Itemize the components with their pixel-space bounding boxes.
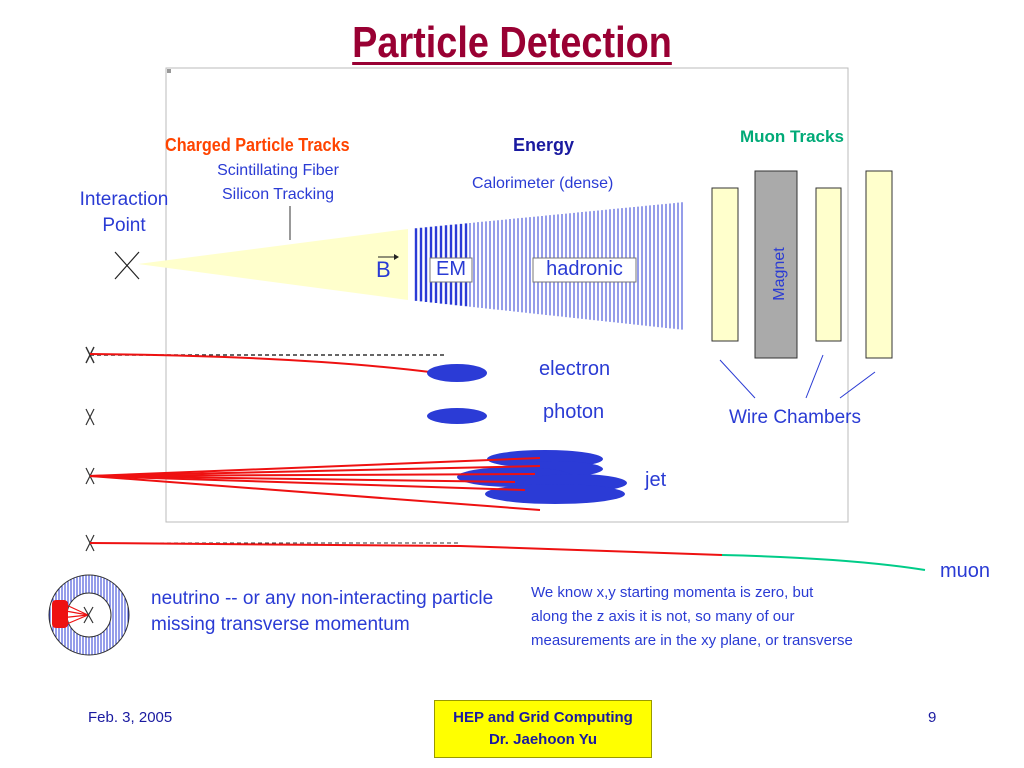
wire-chambers-label: Wire Chambers (729, 407, 861, 428)
picture-corner-marker (167, 69, 171, 73)
silicon-tracking-label: Silicon Tracking (221, 186, 335, 203)
slide-title: Particle Detection (352, 18, 672, 67)
neutrino-tracks (59, 602, 89, 627)
scintillating-fiber-label: Scintillating Fiber (217, 162, 339, 179)
photon-label: photon (543, 401, 605, 423)
note-line1: We know x,y starting momenta is zero, bu… (531, 584, 814, 601)
photon-deposit (427, 408, 487, 424)
footer-course-title: HEP and Grid Computing (453, 709, 633, 726)
picture-frame (165, 67, 849, 523)
em-label-box (429, 257, 473, 283)
neutrino-vertex (83, 606, 94, 624)
jet-label: jet (645, 469, 667, 491)
footer-date: Feb. 3, 2005 (88, 709, 173, 726)
jet-deposits (457, 450, 627, 504)
note-line3: measurements are in the xy plane, or tra… (531, 632, 853, 649)
note-line2: along the z axis it is not, so many of o… (531, 608, 795, 625)
wire-chamber-pointers (719, 354, 876, 399)
muon-label: muon (940, 560, 991, 582)
b-field-arrowhead (394, 254, 399, 260)
muon-track-inner (89, 542, 723, 556)
neutrino-ring-outer (48, 574, 130, 656)
jet-tracks (89, 457, 541, 511)
point-label: Point (102, 215, 146, 236)
magnet-block (754, 170, 798, 359)
electron-deposit (427, 364, 487, 382)
page-number: 9 (928, 709, 937, 726)
b-field-label: B (376, 257, 391, 282)
electron-track (85, 346, 445, 373)
muon-chamber-3 (865, 170, 893, 359)
interaction-label: Interaction (79, 189, 169, 210)
neutrino-label-line1: neutrino -- or any non-interacting parti… (151, 588, 494, 609)
muon-track-outer (721, 554, 926, 571)
muon-chamber-1 (711, 187, 739, 342)
footer-instructor: Dr. Jaehoon Yu (488, 731, 598, 748)
energy-label: Energy (513, 135, 575, 155)
electron-label: electron (539, 358, 611, 380)
charged-particle-tracks-label: Charged Particle Tracks (165, 135, 350, 155)
neutrino-label-line2: missing transverse momentum (151, 614, 410, 635)
neutrino-deposit (52, 600, 68, 628)
calorimeter-label: Calorimeter (dense) (472, 175, 614, 192)
hadronic-label-box (532, 257, 637, 283)
interaction-point-marker (114, 251, 140, 280)
tracking-cone (138, 229, 408, 300)
magnet-label: Magnet (771, 247, 788, 301)
hadronic-label: hadronic (546, 258, 623, 280)
photon-vertex (85, 408, 95, 426)
em-label: EM (436, 258, 466, 280)
footer-course-box: HEP and Grid Computing Dr. Jaehoon Yu (434, 700, 652, 758)
muon-chamber-2 (815, 187, 842, 342)
muon-tracks-label: Muon Tracks (740, 127, 844, 146)
